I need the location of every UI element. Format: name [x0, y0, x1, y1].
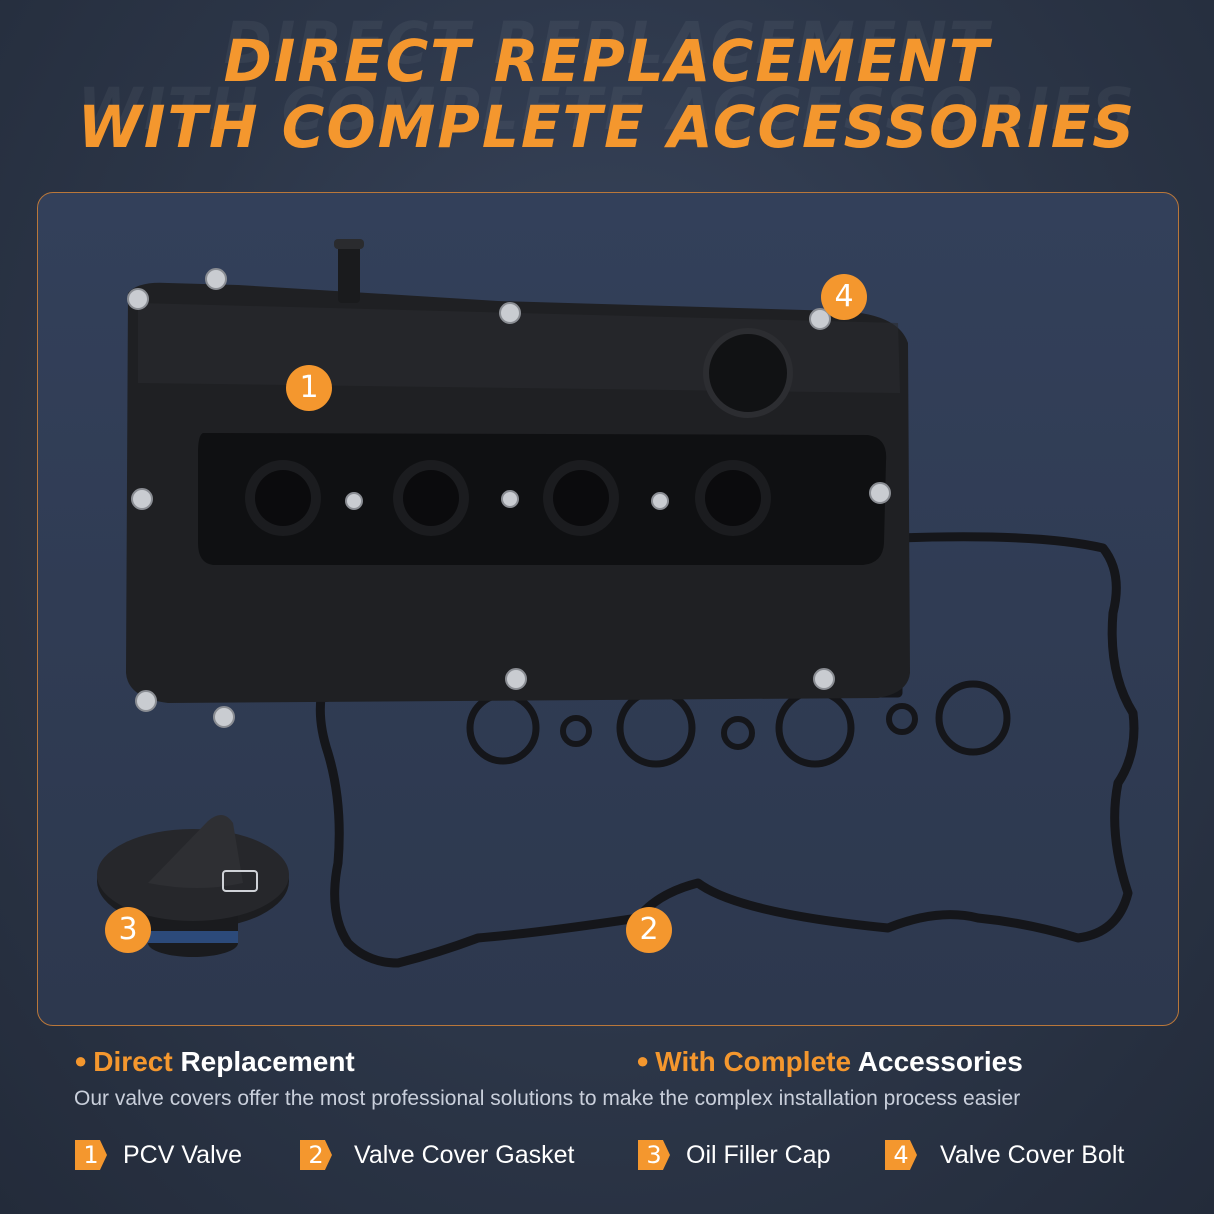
pcv-valve [338, 243, 360, 303]
legend-label: Valve Cover Bolt [940, 1140, 1125, 1169]
legend-label: Valve Cover Gasket [354, 1140, 575, 1169]
product-panel: 1 2 3 4 [37, 192, 1179, 1026]
bullet-icon: ● [636, 1048, 650, 1073]
callout-4: 4 [821, 274, 867, 320]
callout-1: 1 [286, 365, 332, 411]
feature-highlight: Direct [93, 1046, 173, 1077]
product-illustration [97, 239, 1139, 968]
valve-cover-gasket [315, 532, 1139, 968]
legend-item-gasket: 2 Valve Cover Gasket [300, 1140, 574, 1170]
headline-shadow: DIRECT REPLACEMENT WITH COMPLETE ACCESSO… [0, 10, 1214, 142]
legend-label: Oil Filler Cap [686, 1140, 831, 1169]
feature-rest: Replacement [180, 1046, 355, 1077]
legend-number-badge: 2 [300, 1140, 332, 1170]
feature-highlight: With Complete [655, 1046, 852, 1077]
legend-item-oil-filler-cap: 3 Oil Filler Cap [638, 1140, 830, 1170]
parts-legend: 1 PCV Valve 2 Valve Cover Gasket 3 Oil F… [0, 1140, 1214, 1180]
valve-cover [126, 239, 910, 728]
feature-rest: Accessories [857, 1046, 1023, 1077]
oil-filler-cap [97, 814, 289, 957]
callout-3: 3 [105, 907, 151, 953]
legend-number-badge: 3 [638, 1140, 670, 1170]
headline-shadow-line2: WITH COMPLETE ACCESSORIES [77, 75, 1137, 143]
description: Our valve covers offer the most professi… [74, 1087, 1021, 1110]
bullet-icon: ● [74, 1048, 88, 1073]
legend-item-valve-cover-bolt: 4 Valve Cover Bolt [885, 1140, 1124, 1170]
feature-complete-accessories: ●With Complete Accessories [636, 1046, 1023, 1078]
headline-line1: DIRECT REPLACEMENT [223, 27, 991, 95]
callout-2: 2 [626, 907, 672, 953]
headline-line2: WITH COMPLETE ACCESSORIES [77, 93, 1137, 161]
feature-direct-replacement: ●Direct Replacement [74, 1046, 355, 1078]
legend-label: PCV Valve [123, 1140, 243, 1169]
valve-cover-bolts [127, 268, 891, 728]
legend-number-badge: 1 [75, 1140, 107, 1170]
legend-item-pcv-valve: 1 PCV Valve [75, 1140, 242, 1170]
headline: DIRECT REPLACEMENT WITH COMPLETE ACCESSO… [0, 28, 1214, 160]
legend-number-badge: 4 [885, 1140, 917, 1170]
headline-shadow-line1: DIRECT REPLACEMENT [223, 9, 991, 77]
